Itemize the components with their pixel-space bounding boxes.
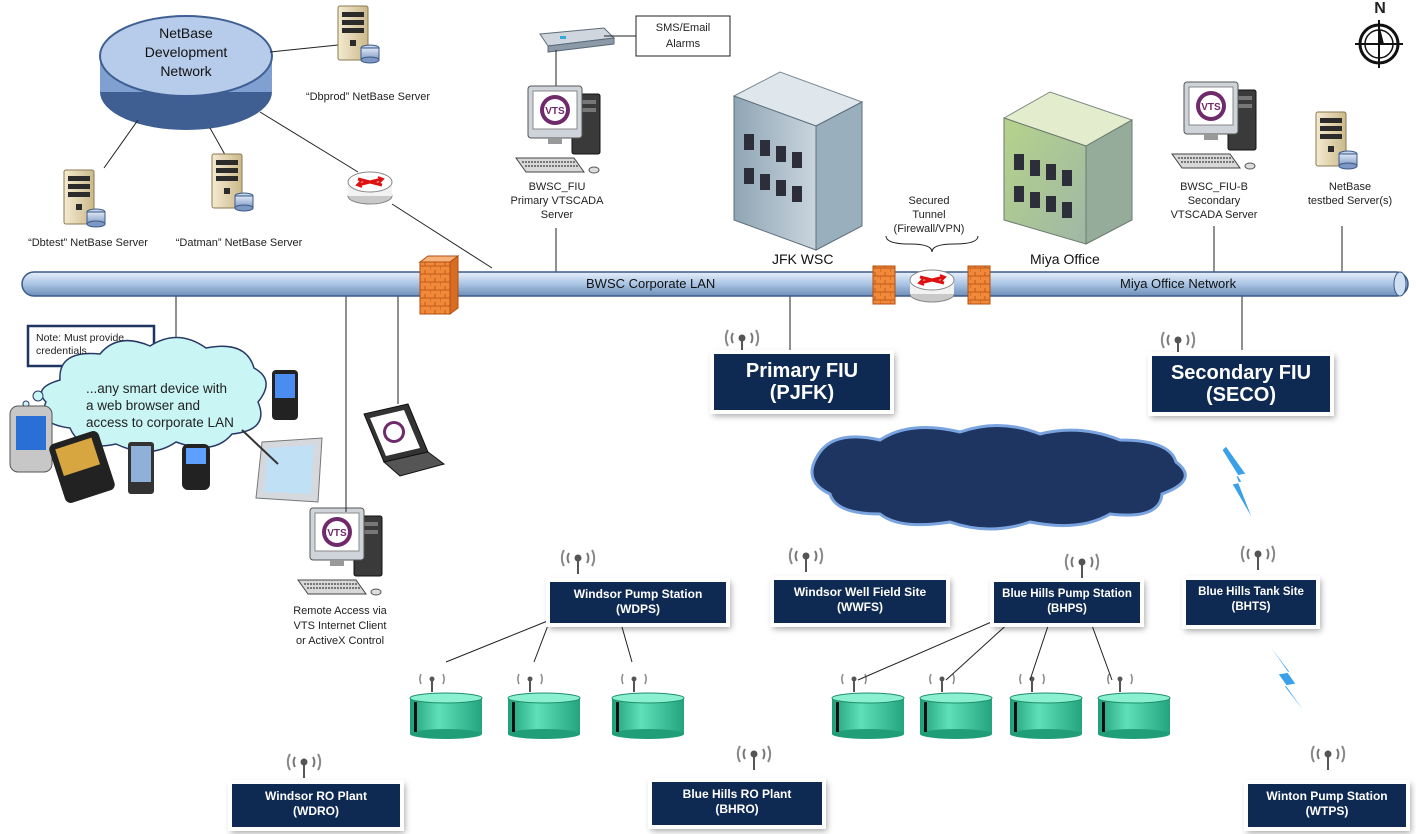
site-seco: Secondary FIU (SECO) — [1152, 356, 1330, 412]
site-wtps-name: Winton Pump Station — [1266, 789, 1388, 803]
laptop-icon — [363, 403, 446, 477]
bwsc-fiu-b-line1: BWSC_FIU-B — [1180, 181, 1248, 193]
note-line1: Note: Must provide — [36, 332, 125, 344]
testbed-label: NetBase testbed Server(s) — [1300, 180, 1400, 208]
site-pjfk-name: Primary FIU — [745, 360, 859, 382]
remote-line3: or ActiveX Control — [295, 635, 385, 647]
site-wdps-code: (WDPS) — [616, 602, 660, 616]
testbed-server-icon — [1315, 111, 1358, 170]
bwsc-lan-label: BWSC Corporate LAN — [586, 276, 716, 291]
bwsc-fiu-b-workstation-icon — [1171, 81, 1257, 170]
netbase-line1: NetBase — [159, 25, 213, 41]
remote-access-workstation-icon — [297, 507, 383, 596]
site-bhps-name: Blue Hills Pump Station — [1002, 588, 1132, 600]
smart-devices-icon — [9, 370, 323, 503]
dbprod-label: “Dbprod” NetBase Server — [305, 91, 431, 103]
site-bhro-code: (BHRO) — [715, 802, 759, 816]
site-wdro: Windsor RO Plant (WDRO) — [232, 784, 400, 827]
site-bhro-name: Blue Hills RO Plant — [682, 787, 792, 801]
site-wwfs: Windsor Well Field Site (WWFS) — [774, 580, 946, 623]
site-wwfs-code: (WWFS) — [837, 600, 883, 614]
dbprod-server-icon — [337, 5, 380, 64]
site-seco-code: (SECO) — [1206, 384, 1276, 406]
smart-line1: ...any smart device with — [86, 381, 228, 396]
firewall-icon — [419, 255, 459, 315]
site-bhps-code: (BHPS) — [1047, 603, 1087, 615]
site-bhts-code: (BHTS) — [1231, 601, 1271, 613]
bwsc-fiu-b-line2: Secondary — [1187, 195, 1241, 207]
bwsc-fiu-b-line3: VTSCADA Server — [1170, 209, 1258, 221]
site-bhps: Blue Hills Pump Station (BHPS) — [994, 582, 1140, 623]
jfk-wsc-label: JFK WSC — [772, 251, 834, 267]
tunnel-line1: Secured — [908, 195, 950, 207]
miya-network-label: Miya Office Network — [1120, 276, 1237, 291]
router-icon — [346, 170, 394, 206]
jfk-building-icon — [732, 71, 864, 251]
alarms-label: SMS/Email Alarms — [636, 20, 730, 52]
site-wdro-name: Windsor RO Plant — [265, 789, 367, 803]
firewall-left-icon — [872, 265, 896, 305]
alarms-line1: SMS/Email — [655, 22, 711, 34]
testbed-line1: NetBase — [1328, 181, 1372, 193]
firewall-right-icon — [967, 265, 991, 305]
remote-access-label: Remote Access via VTS Internet Client or… — [272, 604, 408, 649]
tunnel-router-icon — [908, 268, 956, 304]
bwsc-fiu-b-label: BWSC_FIU-B Secondary VTSCADA Server — [1158, 180, 1270, 222]
site-bhts-name: Blue Hills Tank Site — [1198, 586, 1304, 598]
smart-line2: a web browser and — [86, 398, 201, 413]
smart-device-text: ...any smart device with a web browser a… — [86, 380, 256, 431]
datman-server-icon — [211, 153, 254, 212]
credentials-note: Note: Must provide credentials. — [36, 332, 152, 358]
bwsc-fiu-workstation-icon — [515, 85, 601, 174]
site-wtps-code: (WTPS) — [1305, 804, 1349, 818]
site-bhts: Blue Hills Tank Site (BHTS) — [1186, 580, 1316, 625]
tunnel-line2: Tunnel — [912, 209, 946, 221]
netbase-line3: Network — [160, 63, 212, 79]
tunnel-line3: (Firewall/VPN) — [893, 223, 965, 235]
dbtest-label: “Dbtest” NetBase Server — [28, 237, 148, 249]
datman-label: “Datman” NetBase Server — [175, 237, 303, 249]
site-wdps-name: Windsor Pump Station — [573, 587, 703, 601]
compass-north-label: N — [1374, 0, 1386, 17]
site-wdro-code: (WDRO) — [293, 804, 339, 818]
miya-office-label: Miya Office — [1030, 251, 1100, 267]
alarms-line2: Alarms — [665, 38, 701, 50]
site-wtps: Winton Pump Station (WTPS) — [1248, 784, 1406, 827]
note-line2: credentials. — [36, 345, 90, 357]
remote-line2: VTS Internet Client — [293, 620, 387, 632]
site-bhro: Blue Hills RO Plant (BHRO) — [652, 782, 822, 825]
miya-building-icon — [1002, 91, 1134, 245]
smart-line3: access to corporate LAN — [86, 415, 234, 430]
site-pjfk: Primary FIU (PJFK) — [714, 354, 890, 410]
remote-line1: Remote Access via — [293, 605, 387, 617]
testbed-line2: testbed Server(s) — [1307, 195, 1393, 207]
bwsc-fiu-line3: Server — [540, 209, 574, 221]
netbase-network-label: NetBase Development Network — [130, 24, 242, 81]
netbase-line2: Development — [144, 44, 228, 60]
bwsc-fiu-line2: Primary VTSCADA — [510, 195, 604, 207]
site-seco-name: Secondary FIU — [1170, 362, 1312, 384]
dbtest-server-icon — [63, 169, 106, 228]
site-pjfk-code: (PJFK) — [769, 382, 835, 404]
tunnel-label: Secured Tunnel (Firewall/VPN) — [878, 194, 980, 236]
site-wdps: Windsor Pump Station (WDPS) — [550, 582, 726, 623]
site-wwfs-name: Windsor Well Field Site — [793, 585, 927, 599]
bwsc-fiu-label: BWSC_FIU Primary VTSCADA Server — [496, 180, 618, 222]
bwsc-fiu-line1: BWSC_FIU — [528, 181, 586, 193]
